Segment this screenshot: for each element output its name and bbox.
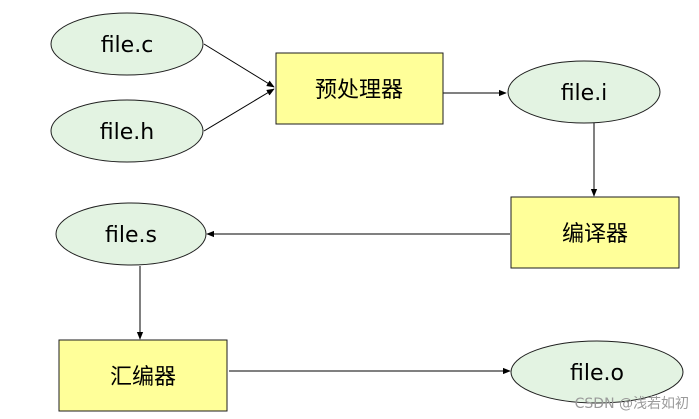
- node-assembler: 汇编器: [58, 339, 228, 412]
- node-file-i-label: file.i: [561, 81, 608, 106]
- node-file-i: file.i: [507, 60, 661, 124]
- node-preprocessor-label: 预处理器: [315, 78, 403, 103]
- node-compiler: 编译器: [510, 196, 680, 269]
- edge-file-c-to-preprocessor: [203, 43, 275, 88]
- node-file-h-label: file.h: [100, 120, 154, 145]
- node-file-s-label: file.s: [105, 223, 157, 248]
- node-file-c-label: file.c: [101, 33, 154, 58]
- node-file-o-label: file.o: [570, 361, 624, 386]
- node-file-h: file.h: [50, 99, 204, 163]
- watermark: CSDN @浅若如初: [574, 396, 689, 412]
- node-file-o: file.o: [510, 340, 684, 404]
- node-preprocessor: 预处理器: [275, 52, 444, 125]
- edges: [136, 43, 598, 375]
- node-compiler-label: 编译器: [562, 222, 628, 247]
- node-file-c: file.c: [50, 12, 204, 76]
- node-file-s: file.s: [55, 202, 207, 266]
- node-assembler-label: 汇编器: [110, 365, 176, 390]
- edge-file-h-to-preprocessor: [203, 88, 275, 132]
